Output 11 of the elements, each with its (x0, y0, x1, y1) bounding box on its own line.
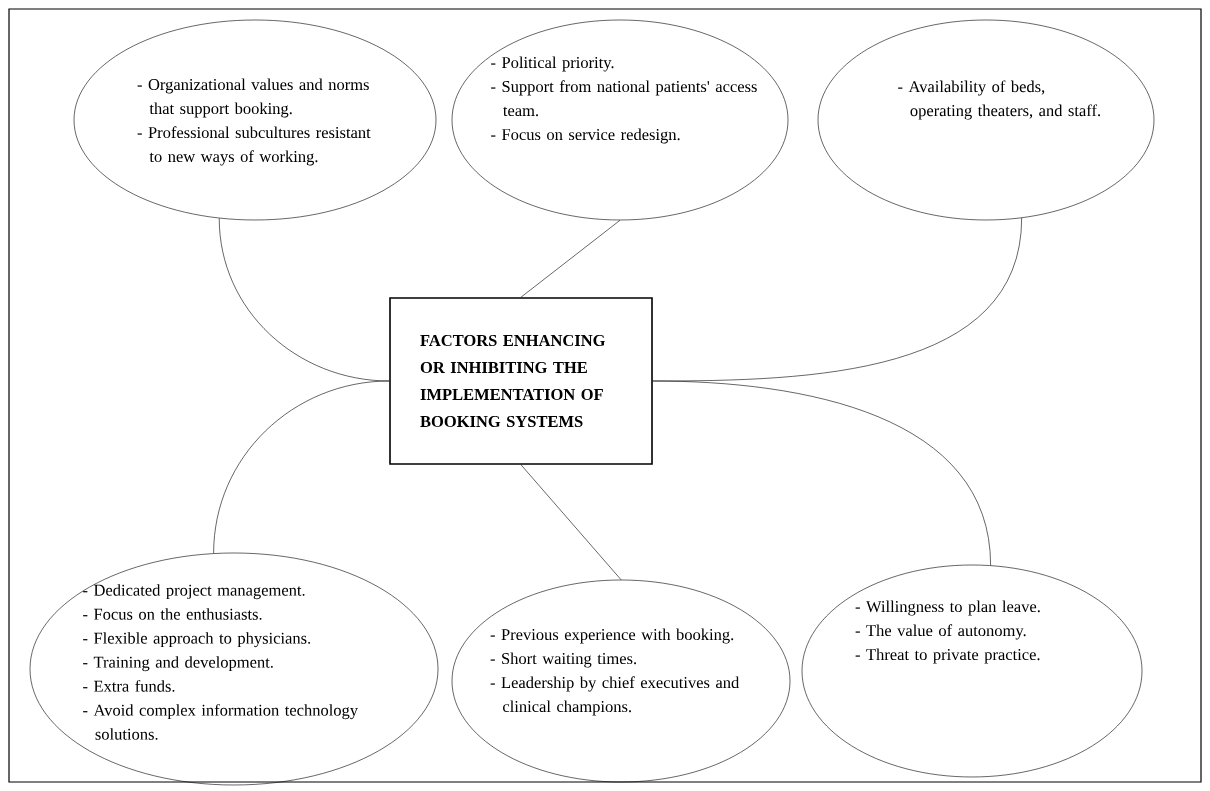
ellipse-node: - Political priority. - Support from national patients' access team. - Focus on service redesign. (451, 19, 789, 221)
ellipse-node: - Availability of beds, operating theaters, and staff. (817, 19, 1155, 221)
connector (520, 220, 621, 298)
ellipse-node: - Organizational values and norms that support booking. - Professional subcultures resistant to new ways of working. (73, 19, 437, 221)
title-box: FACTORS ENHANCING OR INHIBITING THE IMPLEMENTATION OF BOOKING SYSTEMS (389, 297, 653, 465)
ellipse-node: - Willingness to plan leave. - The value of autonomy. - Threat to private practice. (801, 564, 1143, 778)
connector (652, 380, 991, 566)
ellipse-node: - Previous experience with booking. - Short waiting times. - Leadership by chief executives and clinical champions. (451, 579, 791, 783)
ellipse-node: - Dedicated project management. - Focus on the enthusiasts. - Flexible approach to physicians. - Training and development. - Extra funds. - Avoid complex information technology solutions. (29, 552, 439, 786)
connector (213, 380, 390, 554)
connector (520, 464, 622, 580)
